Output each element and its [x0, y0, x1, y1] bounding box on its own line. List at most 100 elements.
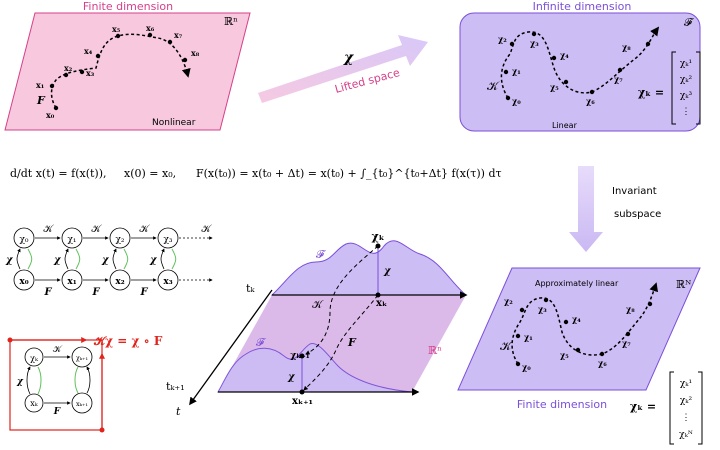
chain-bottom-node — [13, 269, 35, 291]
chain-lift-label: χ — [149, 255, 158, 266]
chain-lift-arrow — [160, 248, 165, 270]
approx-vector-entry: χₖᴺ — [679, 430, 693, 440]
commute-node — [24, 347, 44, 367]
chain-bottom-label: x₀ — [19, 277, 28, 287]
approx-point-dot — [625, 331, 631, 337]
invariant-line1: Invariant — [612, 186, 657, 197]
chain-flow-label: F — [91, 287, 100, 298]
finite-point-dot — [115, 33, 121, 39]
chain-top-node — [157, 227, 179, 249]
finite-point-dot — [182, 57, 188, 63]
infinite-operator: 𝒦 — [487, 79, 500, 93]
infinite-point-dot — [617, 67, 623, 73]
equation-flow: F(x(t₀)) = x(t₀ + Δt) = x(t₀) + ∫_{t₀}^{… — [196, 167, 502, 180]
chain-lift-arrow — [112, 248, 117, 270]
chain-koopman-label: 𝒦 — [91, 224, 102, 235]
chain-bottom-node — [61, 269, 83, 291]
chain-top-label: χ₃ — [163, 235, 172, 245]
finite-point-label: x₇ — [174, 30, 183, 40]
infinite-point-dot — [503, 69, 509, 75]
center-point — [299, 353, 305, 359]
approx-point-dot — [563, 319, 569, 325]
infinite-point-dot — [645, 41, 651, 47]
infinite-vector-entry: χₖ³ — [680, 91, 693, 101]
center-point — [299, 389, 305, 395]
approx-trajectory — [511, 282, 658, 365]
commute-bottom-left: xₖ — [30, 399, 39, 408]
approx-title: Finite dimension — [517, 398, 607, 411]
infinite-point-label: χ₄ — [560, 50, 569, 60]
infinite-vector-bracket — [671, 51, 701, 125]
approx-panel: Finite dimension ℝᴺ Approximately linear… — [457, 267, 703, 445]
approx-point-dot — [515, 361, 521, 367]
equation-ic: x(0) = x₀, — [124, 167, 176, 180]
commutative-diagram: 𝒦χ = χ ∘ F χₖ χₖ₊₁ xₖ xₖ₊₁ 𝒦 F χ — [7, 334, 163, 433]
infinite-point-label: χ₃ — [530, 38, 539, 48]
infinite-point-dot — [505, 95, 511, 101]
approx-point-dot — [515, 333, 521, 339]
finite-trajectory — [50, 33, 191, 109]
commute-top-right: χₖ₊₁ — [76, 354, 89, 362]
invariant-line2: subspace — [614, 209, 661, 220]
finite-point-dot — [53, 105, 59, 111]
infinite-point-label: χ₂ — [498, 34, 507, 44]
chain-top-label: χ₂ — [115, 235, 124, 245]
approx-point-dot — [647, 301, 653, 307]
chain-bottom-label: x₃ — [163, 277, 172, 287]
approx-plane — [457, 267, 701, 391]
approx-point-label: χ₄ — [572, 314, 581, 324]
approx-point-label: χ₇ — [622, 338, 631, 348]
infinite-point-dot — [531, 31, 537, 37]
infinite-point-dot — [589, 89, 595, 95]
chain-koopman-label: 𝒦 — [43, 224, 54, 235]
commute-corner-dot — [99, 427, 105, 433]
lift-arrow: χ Lifted space — [258, 35, 428, 103]
commute-lift-right — [86, 366, 91, 394]
approx-point-label: χ₆ — [598, 358, 607, 368]
infinite-point-label: χ₆ — [586, 96, 595, 106]
commute-node — [24, 393, 44, 413]
finite-point-label: x₁ — [36, 80, 44, 90]
approx-corner-label: Approximately linear — [535, 279, 619, 288]
commute-corner-dot — [7, 337, 13, 343]
infinite-vector-entry: χₖ² — [680, 75, 693, 85]
infinite-point-label: χ₈ — [622, 42, 631, 52]
chain-top-label: χ₀ — [19, 235, 28, 245]
chain-green-loop — [171, 248, 177, 270]
invariant-arrow-shape — [569, 166, 603, 252]
chain-green-loop — [123, 248, 129, 270]
chain-lift-arrow — [16, 248, 21, 270]
chain-lift-arrow — [64, 248, 69, 270]
commute-node — [71, 346, 93, 368]
chain-lift-label: χ — [5, 255, 14, 266]
approx-point-label: χ₈ — [626, 304, 635, 314]
center-chi-k: χₖ — [372, 230, 385, 243]
finite-point-label: x₃ — [86, 68, 95, 78]
center-tk-label: tₖ — [246, 282, 255, 295]
commute-node — [71, 392, 93, 414]
governing-equation: d/dt x(t) = f(x(t)), x(0) = x₀, F(x(t₀))… — [10, 167, 502, 180]
infinite-vector-lhs: χₖ = — [638, 86, 664, 99]
chain-green-loop — [75, 248, 81, 270]
chain-bottom-node — [157, 269, 179, 291]
chain-lift-label: χ — [101, 255, 110, 266]
chain-bottom-label: x₁ — [67, 277, 76, 287]
finite-title: Finite dimension — [83, 0, 173, 13]
center-chi-mid: χ — [383, 266, 392, 277]
finite-point-label: x₀ — [46, 110, 55, 120]
center-point — [375, 243, 381, 249]
chain-flow-label: F — [43, 287, 52, 298]
commute-side-label: χ — [16, 377, 24, 387]
approx-point-label: χ₀ — [522, 362, 531, 372]
infinite-point-label: χ₁ — [512, 66, 521, 76]
approx-vector-entry: ⋮ — [682, 413, 691, 423]
commute-green-right — [74, 366, 79, 394]
finite-point-label: x₅ — [112, 24, 121, 34]
finite-point-dot — [63, 72, 69, 78]
